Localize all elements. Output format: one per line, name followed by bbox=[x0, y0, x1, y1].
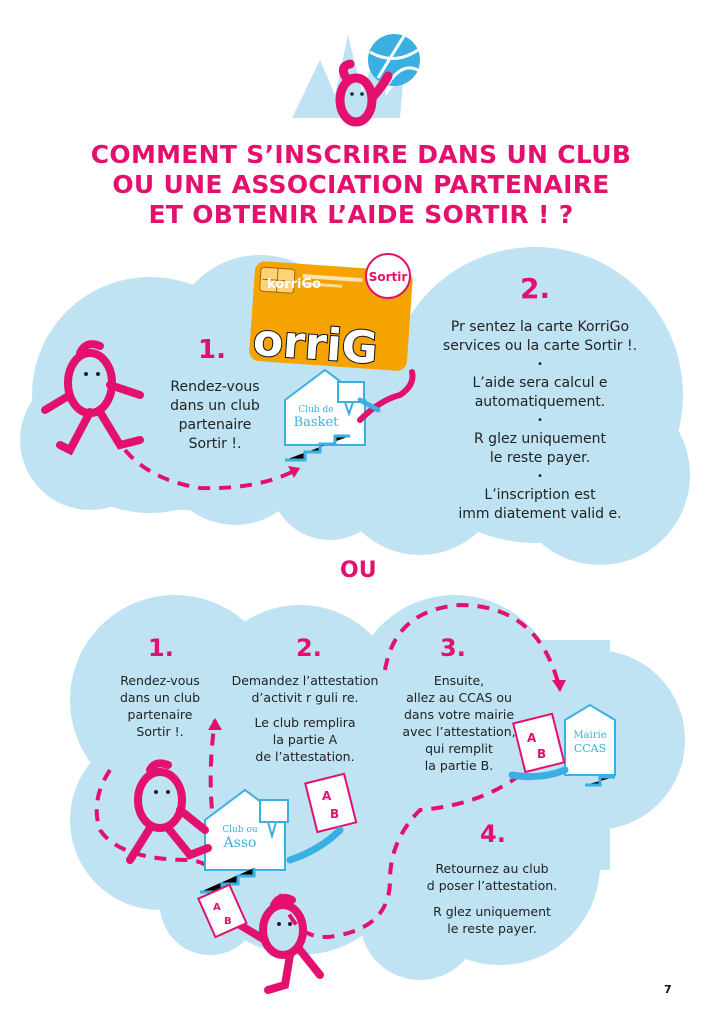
dashed-path-4 bbox=[283, 773, 522, 939]
doc1-label-b: B bbox=[330, 807, 339, 821]
s2-step2-text: Demandez l’attestation d’activit r guli … bbox=[220, 672, 390, 765]
doc3-label-a: A bbox=[213, 902, 221, 913]
club-house-basket bbox=[284, 368, 416, 462]
s2-step1-line: Sortir !. bbox=[136, 724, 184, 739]
club-house-asso bbox=[200, 788, 289, 894]
bullet: • bbox=[537, 471, 543, 482]
s1-step2-line: L’aide sera calcul e bbox=[472, 375, 608, 391]
dashed-path-3 bbox=[383, 602, 562, 691]
asso-sign-line2: Asso bbox=[223, 835, 257, 851]
s2-step2-line: d’activit r guli re. bbox=[251, 690, 359, 705]
s1-step2-number: 2. bbox=[520, 272, 551, 305]
s1-step2-line: R glez uniquement bbox=[474, 431, 606, 447]
s2-step4-line: R glez uniquement bbox=[433, 904, 551, 919]
doc3-label-b: B bbox=[224, 916, 232, 927]
s2-step3-line: dans votre mairie bbox=[403, 707, 515, 722]
page-number: 7 bbox=[664, 983, 672, 996]
s2-step2-line: la partie A bbox=[272, 732, 338, 747]
s2-step4-text: Retournez au club d poser l’attestation.… bbox=[412, 860, 572, 937]
mairie-building bbox=[564, 703, 616, 787]
s2-step4-line: le reste payer. bbox=[447, 921, 537, 936]
doc2-label-a: A bbox=[527, 731, 537, 745]
s1-step1-line: partenaire bbox=[178, 417, 252, 433]
card-brand-label: korriGo bbox=[267, 277, 321, 292]
s2-step3-text: Ensuite, allez au CCAS ou dans votre mai… bbox=[400, 672, 518, 774]
attestation-document-2 bbox=[512, 712, 566, 774]
s2-step4-line: Retournez au club bbox=[435, 861, 549, 876]
attestation-document-1 bbox=[304, 772, 358, 834]
s1-step1-number: 1. bbox=[198, 335, 226, 365]
bullet: • bbox=[537, 359, 543, 370]
sortir-badge-label: Sortir bbox=[369, 270, 408, 284]
s2-step1-line: Rendez-vous bbox=[120, 673, 200, 688]
s1-step2-line: L’inscription est bbox=[484, 487, 596, 503]
s2-step2-line: Demandez l’attestation bbox=[231, 673, 379, 688]
doc1-label-a: A bbox=[322, 789, 332, 803]
s2-step4-line: d poser l’attestation. bbox=[426, 878, 558, 893]
dashed-path-2b bbox=[208, 719, 220, 851]
s1-step2-line: le reste payer. bbox=[489, 450, 591, 466]
s2-step1-number: 1. bbox=[148, 634, 174, 662]
s2-step3-line: qui remplit bbox=[425, 741, 493, 756]
s1-step2-text: Pr sentez la carte KorriGo services ou l… bbox=[420, 318, 660, 524]
mairie-sign-line2: CCAS bbox=[574, 742, 606, 755]
dashed-path-2a bbox=[94, 768, 214, 872]
attestation-document-3 bbox=[197, 883, 248, 939]
basketball-icon bbox=[368, 34, 420, 86]
s2-step2-number: 2. bbox=[296, 634, 322, 662]
s1-step2-line: imm diatement valid e. bbox=[458, 506, 622, 522]
title-line-2: OU UNE ASSOCIATION PARTENAIRE bbox=[112, 170, 610, 199]
s2-step3-line: avec l’attestation, bbox=[402, 724, 516, 739]
mascot-bottom bbox=[236, 893, 324, 994]
s1-step2-line: Pr sentez la carte KorriGo bbox=[450, 319, 630, 335]
house-sign-line2: Basket bbox=[294, 415, 340, 430]
title-line-3: ET OBTENIR L’AIDE SORTIR ! ? bbox=[148, 200, 574, 229]
title-line-1: COMMENT S’INSCRIRE DANS UN CLUB bbox=[90, 140, 632, 169]
s1-step2-line: automatiquement. bbox=[474, 394, 606, 410]
s1-step1-text: Rendez-vous dans un club partenaire Sort… bbox=[150, 378, 280, 454]
s1-step1-line: Rendez-vous bbox=[170, 379, 260, 395]
mascot-runner-left bbox=[41, 340, 144, 456]
s2-step2-line: Le club remplira bbox=[254, 715, 356, 730]
s2-step3-number: 3. bbox=[440, 634, 466, 662]
arrow-head-icon bbox=[288, 466, 300, 478]
mascot-walker-left bbox=[126, 759, 212, 864]
s2-step1-line: partenaire bbox=[127, 707, 193, 722]
bullet: • bbox=[537, 415, 543, 426]
dashed-path-arrow-1 bbox=[123, 448, 301, 491]
s2-step4-number: 4. bbox=[480, 820, 506, 848]
s1-step1-line: dans un club bbox=[170, 398, 260, 414]
card-big-text: orriG bbox=[251, 315, 379, 375]
page-title: COMMENT S’INSCRIRE DANS UN CLUB OU UNE A… bbox=[0, 140, 722, 230]
s2-step3-line: Ensuite, bbox=[433, 673, 485, 688]
s2-step1-line: dans un club bbox=[119, 690, 201, 705]
separator-ou: OU bbox=[340, 558, 377, 583]
s2-step3-line: allez au CCAS ou bbox=[406, 690, 512, 705]
s1-step2-line: services ou la carte Sortir !. bbox=[442, 338, 638, 354]
mairie-sign-line1: Mairie bbox=[573, 730, 606, 741]
mascot-figure-top bbox=[335, 59, 393, 127]
house-sign-line1: Club de bbox=[298, 405, 333, 415]
hand-arm bbox=[286, 826, 344, 864]
doc2-label-b: B bbox=[537, 747, 546, 761]
cloud-section1 bbox=[20, 247, 690, 565]
s2-step3-line: la partie B. bbox=[424, 758, 494, 773]
s2-step1-text: Rendez-vous dans un club partenaire Sort… bbox=[100, 672, 220, 740]
s1-step1-line: Sortir !. bbox=[188, 436, 242, 452]
asso-sign-line1: Club ou bbox=[222, 825, 258, 835]
s2-step2-line: de l’attestation. bbox=[255, 749, 355, 764]
sortir-badge-icon bbox=[365, 253, 411, 299]
